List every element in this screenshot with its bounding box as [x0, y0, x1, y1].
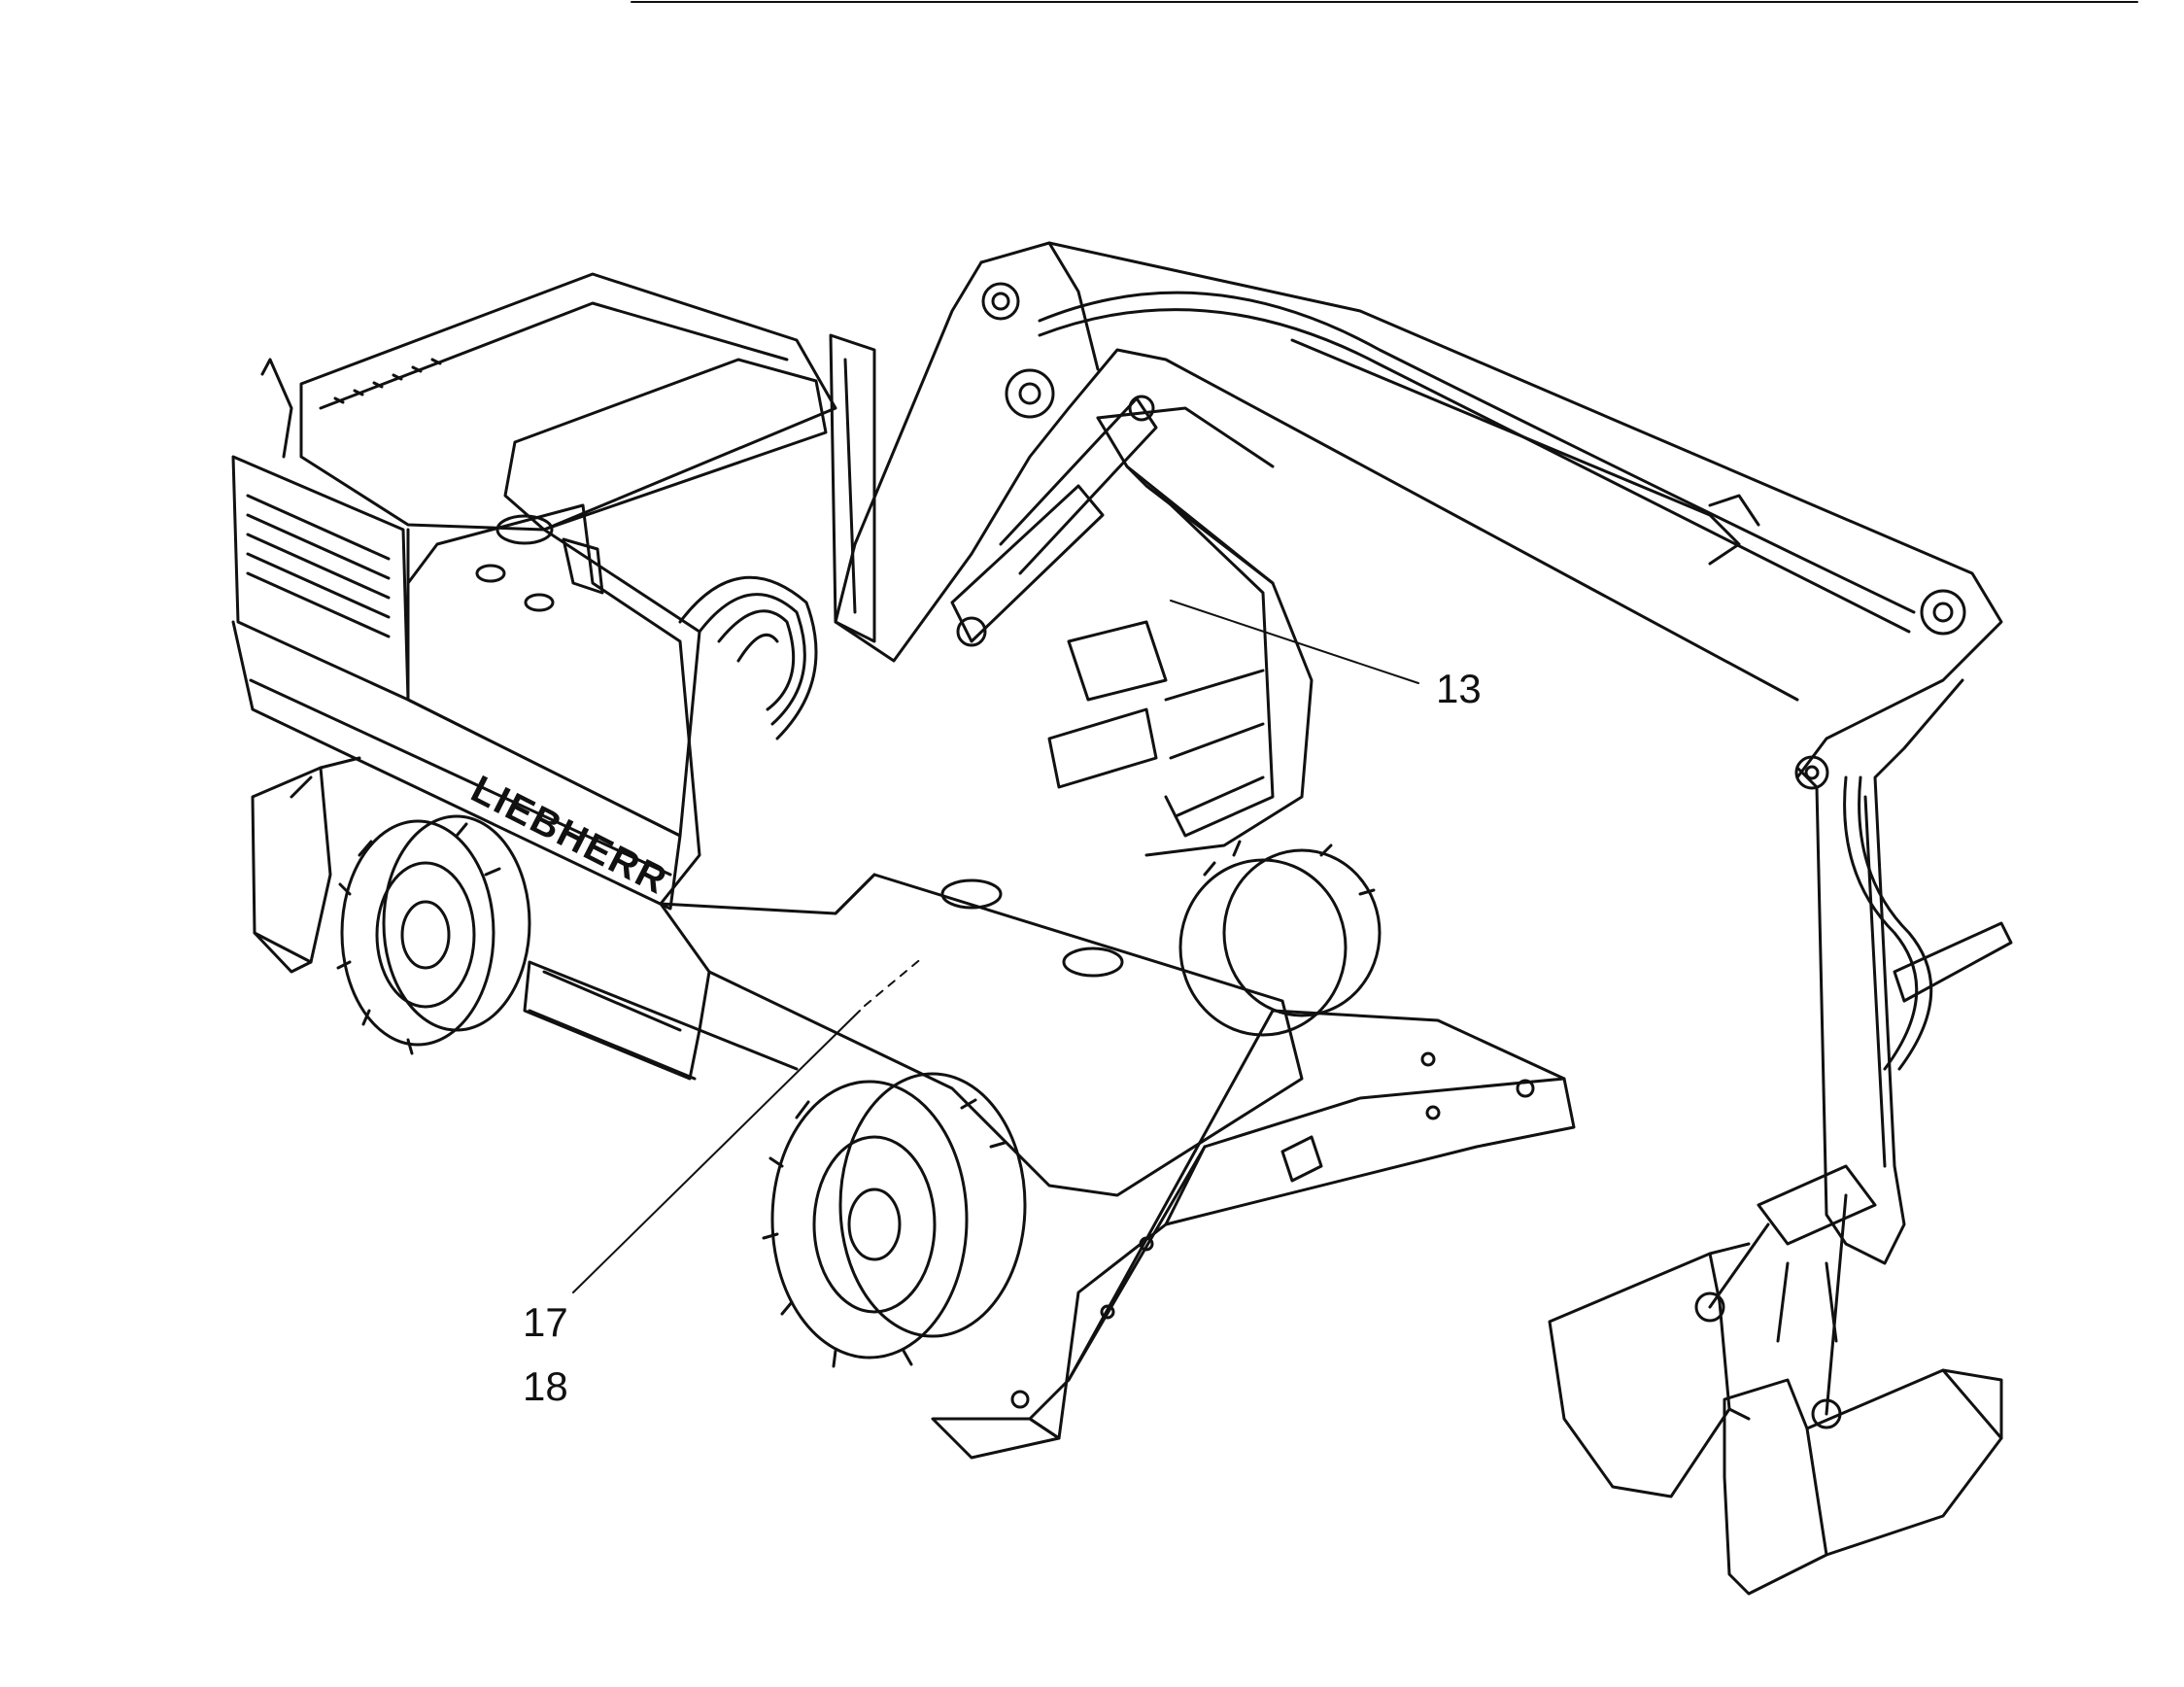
callout-18: 18 — [523, 1363, 568, 1409]
operator-cab — [829, 333, 1314, 857]
hydraulic-tank — [406, 503, 701, 906]
boom-cylinders — [950, 395, 1158, 647]
callout-17: 17 — [523, 1299, 568, 1345]
front-left-wheel — [762, 1072, 1027, 1368]
leader-13 — [1170, 600, 1419, 684]
leader-17-18 — [572, 1010, 861, 1293]
engine-housing — [231, 272, 837, 911]
callout-leaders — [572, 600, 1419, 1293]
stick — [1794, 678, 2013, 1265]
callout-13: 13 — [1436, 666, 1482, 711]
boom — [834, 241, 2003, 779]
rear-left-wheel — [336, 814, 531, 1055]
front-right-wheel — [1178, 840, 1382, 1037]
undercarriage — [523, 873, 1304, 1197]
clamshell-grab — [1548, 1164, 2003, 1596]
front-outrigger — [931, 1009, 1576, 1460]
hose-bundle — [678, 575, 818, 740]
leader-17-18-dash — [864, 956, 924, 1007]
rear-dozer-blade — [251, 756, 361, 974]
